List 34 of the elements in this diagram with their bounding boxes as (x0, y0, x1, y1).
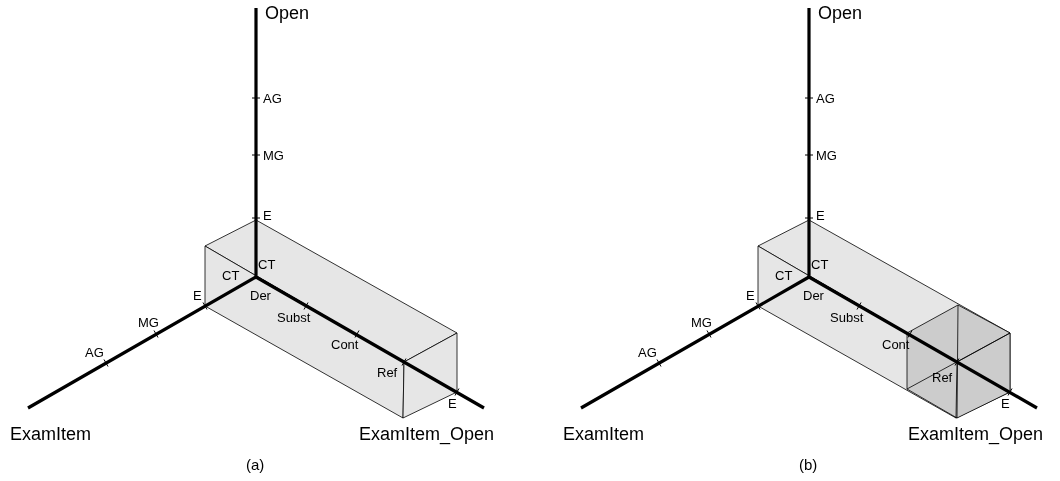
tick-label: E (263, 209, 272, 222)
tick-label: CT (811, 258, 829, 271)
tick-label: CT (258, 258, 276, 271)
tick-label: AG (263, 92, 282, 105)
tick-label: Der (250, 289, 271, 302)
tick-label: E (1001, 397, 1010, 410)
tick-label: Subst (830, 311, 864, 324)
tick-label: E (193, 289, 202, 302)
panel-caption: (b) (799, 457, 818, 472)
tick-label: AG (85, 346, 104, 359)
axis-label: Open (265, 4, 310, 22)
tick-label: E (816, 209, 825, 222)
tick-label: AG (816, 92, 835, 105)
axis-label: ExamItem_Open (359, 425, 495, 443)
axis-label: ExamItem (563, 425, 645, 443)
tick-label: AG (638, 346, 657, 359)
tick-label: Cont (331, 338, 359, 351)
axis-label: ExamItem_Open (908, 425, 1044, 443)
tick-label: Subst (277, 311, 311, 324)
tick-label: MG (263, 149, 284, 162)
tick-label: Der (803, 289, 824, 302)
axis-label: ExamItem (10, 425, 92, 443)
tick-label: Cont (882, 338, 910, 351)
tick-label: MG (816, 149, 837, 162)
tick-label: Ref (377, 366, 398, 379)
tick-label: E (746, 289, 755, 302)
tick-label: MG (691, 316, 712, 329)
tick-label: MG (138, 316, 159, 329)
tick-label: CT (775, 269, 793, 282)
axis-label: Open (818, 4, 863, 22)
tick-label: Ref (932, 371, 953, 384)
tick-label: E (448, 397, 457, 410)
tick-label: CT (222, 269, 240, 282)
panel-caption: (a) (246, 457, 265, 472)
